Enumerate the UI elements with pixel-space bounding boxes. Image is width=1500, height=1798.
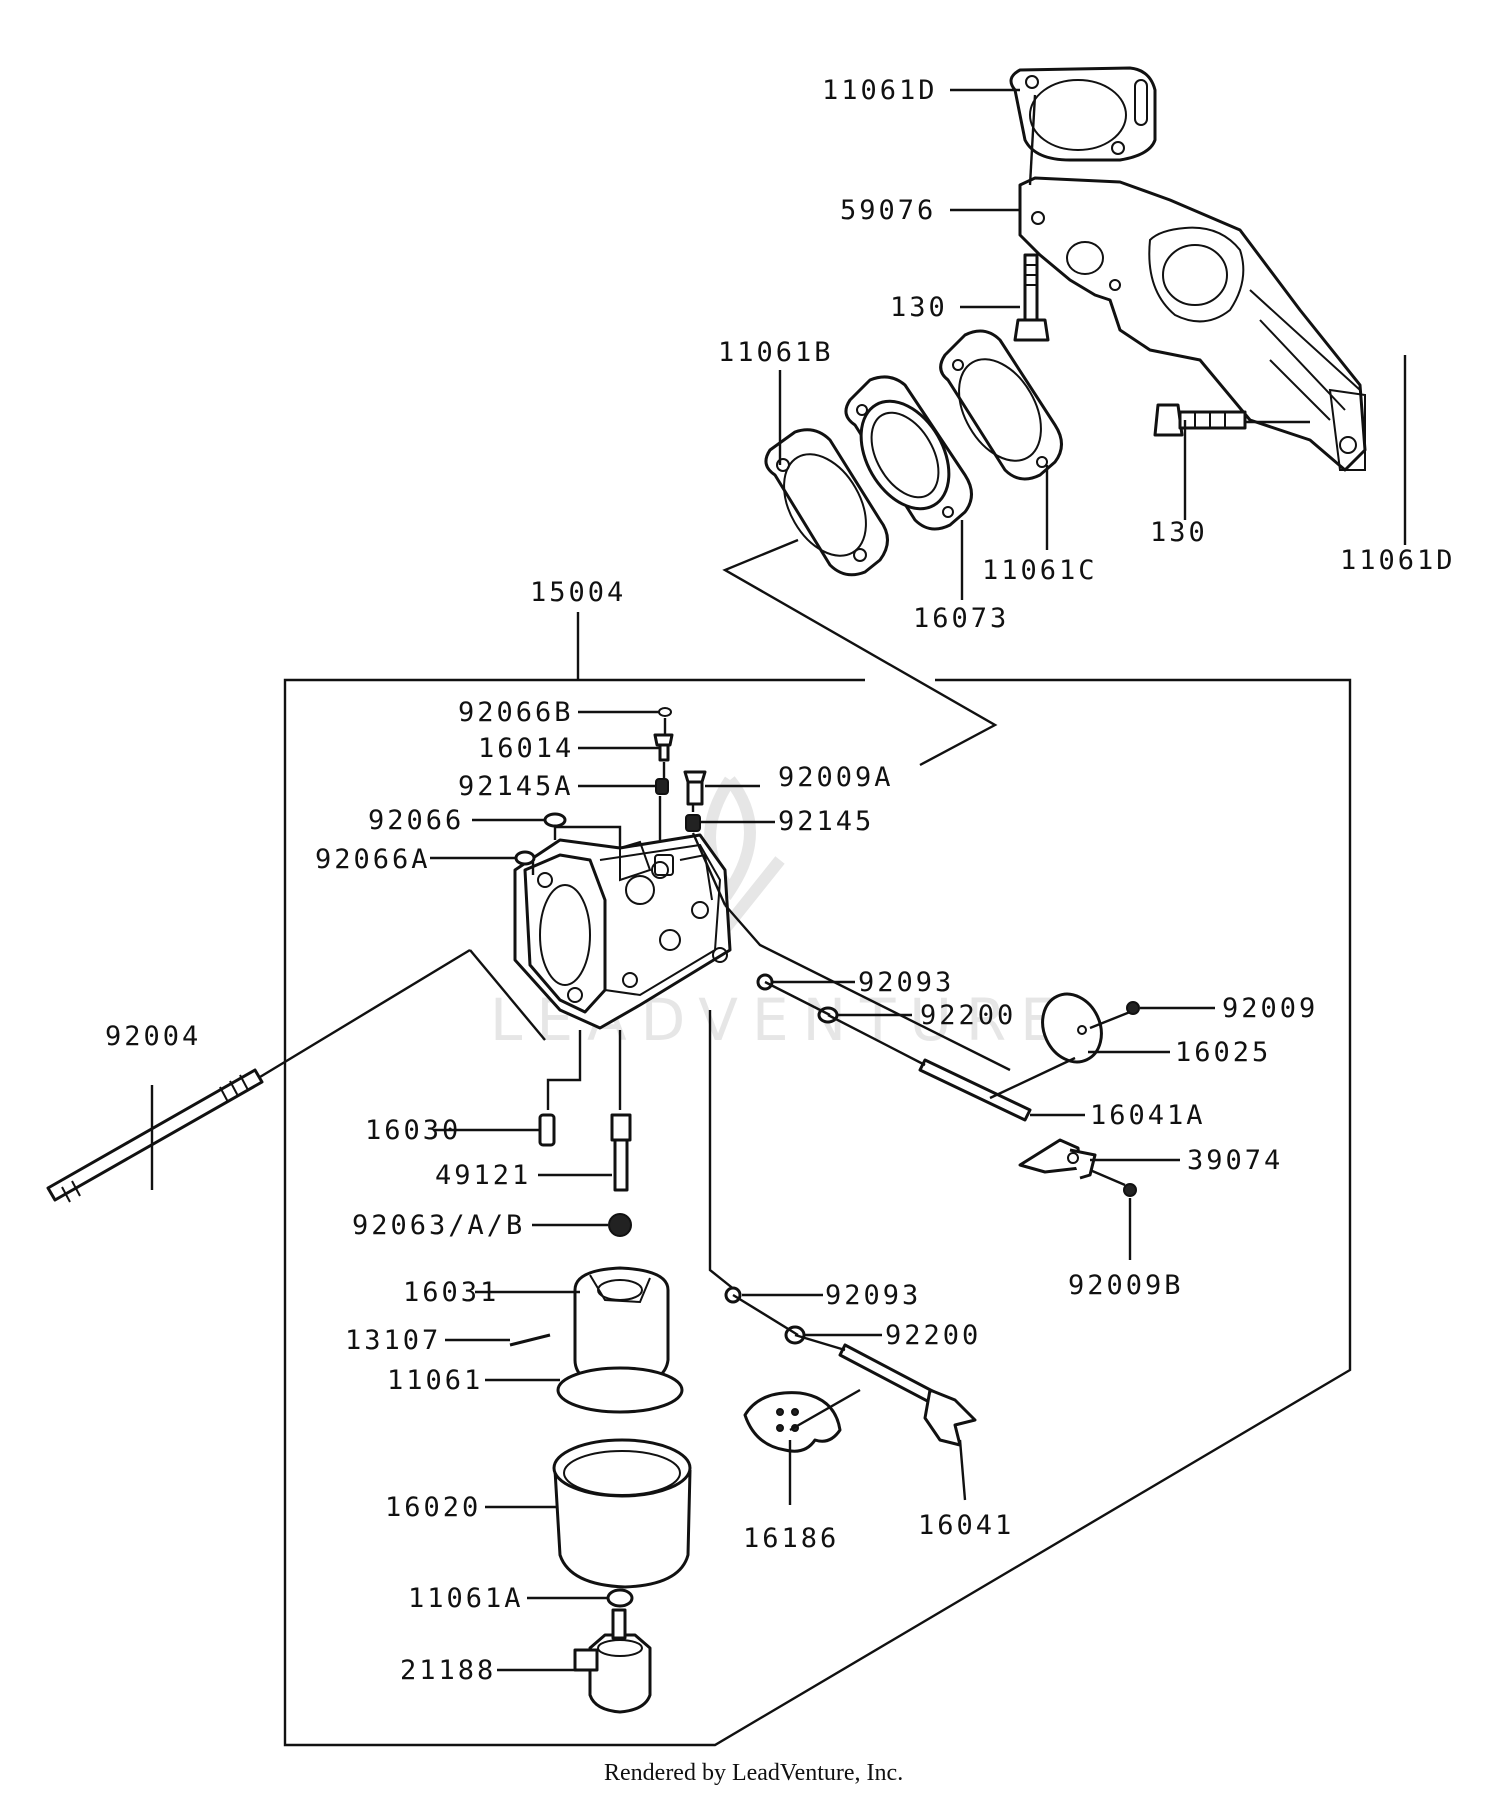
label-15004: 15004 [530,577,626,608]
label-39074: 39074 [1187,1145,1283,1176]
label-16014: 16014 [478,733,574,764]
oring-92066 [543,812,567,828]
label-16025: 16025 [1175,1037,1271,1068]
label-92009a: 92009A [778,762,894,793]
throttle-shaft-16041a [918,1058,1032,1122]
label-92200-a: 92200 [920,1000,1016,1031]
label-16030: 16030 [365,1115,461,1146]
choke-shaft-16041 [838,1343,977,1447]
choke-valve-16186 [743,1391,842,1453]
intake-manifold-59076 [1018,176,1367,472]
assembly-frame [283,678,1352,1747]
label-92066a: 92066A [315,844,431,875]
bolt-130-b [1153,403,1247,437]
screw-16014 [653,733,674,762]
label-92093-b: 92093 [825,1280,921,1311]
gasket-11061c [939,329,1063,481]
label-16041: 16041 [918,1510,1014,1541]
stud-92004 [46,1068,264,1203]
screw-92009a [683,770,707,806]
label-16073: 16073 [913,603,1009,634]
label-11061a: 11061A [408,1583,524,1614]
screw-92009b [1123,1183,1137,1197]
label-16186: 16186 [743,1523,839,1554]
label-92063-a-b: 92063/A/B [352,1210,525,1241]
oring-11061 [556,1366,684,1414]
label-49121: 49121 [435,1160,531,1191]
washer-11061a [606,1588,634,1608]
oring-92066a [514,850,536,866]
bolt-130-a [1013,253,1050,342]
label-130-b: 130 [1150,517,1208,548]
gasket-11061b [764,428,889,577]
label-11061d-right: 11061D [1340,545,1456,576]
label-13107: 13107 [345,1325,441,1356]
spring-92145 [685,814,701,832]
spring-92145a [655,778,669,795]
label-92066: 92066 [368,805,464,836]
gasket-11061d-top [1009,66,1157,162]
label-59076: 59076 [840,195,936,226]
label-92145a: 92145A [458,771,574,802]
label-16031: 16031 [403,1277,499,1308]
jet-92063 [608,1213,632,1237]
label-21188: 21188 [400,1655,496,1686]
label-92145: 92145 [778,806,874,837]
label-16041a: 16041A [1090,1100,1206,1131]
solenoid-21188 [573,1608,652,1714]
label-11061c: 11061C [982,555,1098,586]
label-11061b: 11061B [718,337,834,368]
footer-credit: Rendered by LeadVenture, Inc. [604,1760,903,1786]
label-11061d-top: 11061D [822,75,938,106]
lever-39074 [1018,1138,1097,1180]
throttle-valve-16025 [1041,992,1103,1064]
label-92066b: 92066B [458,697,574,728]
label-92009b: 92009B [1068,1270,1184,1301]
screw-92009 [1126,1001,1140,1015]
label-16020: 16020 [385,1492,481,1523]
jet-16030 [538,1113,556,1147]
label-130-a: 130 [890,292,948,323]
label-92200-b: 92200 [885,1320,981,1351]
nozzle-49121 [610,1113,632,1192]
label-92009: 92009 [1222,993,1318,1024]
pin-13107 [509,1333,551,1347]
label-92093-a: 92093 [858,967,954,998]
label-11061: 11061 [387,1365,483,1396]
carburetor-body [513,833,732,1030]
oring-92066b [658,707,672,717]
label-92004: 92004 [105,1021,201,1052]
float-bowl-16020 [552,1438,692,1589]
